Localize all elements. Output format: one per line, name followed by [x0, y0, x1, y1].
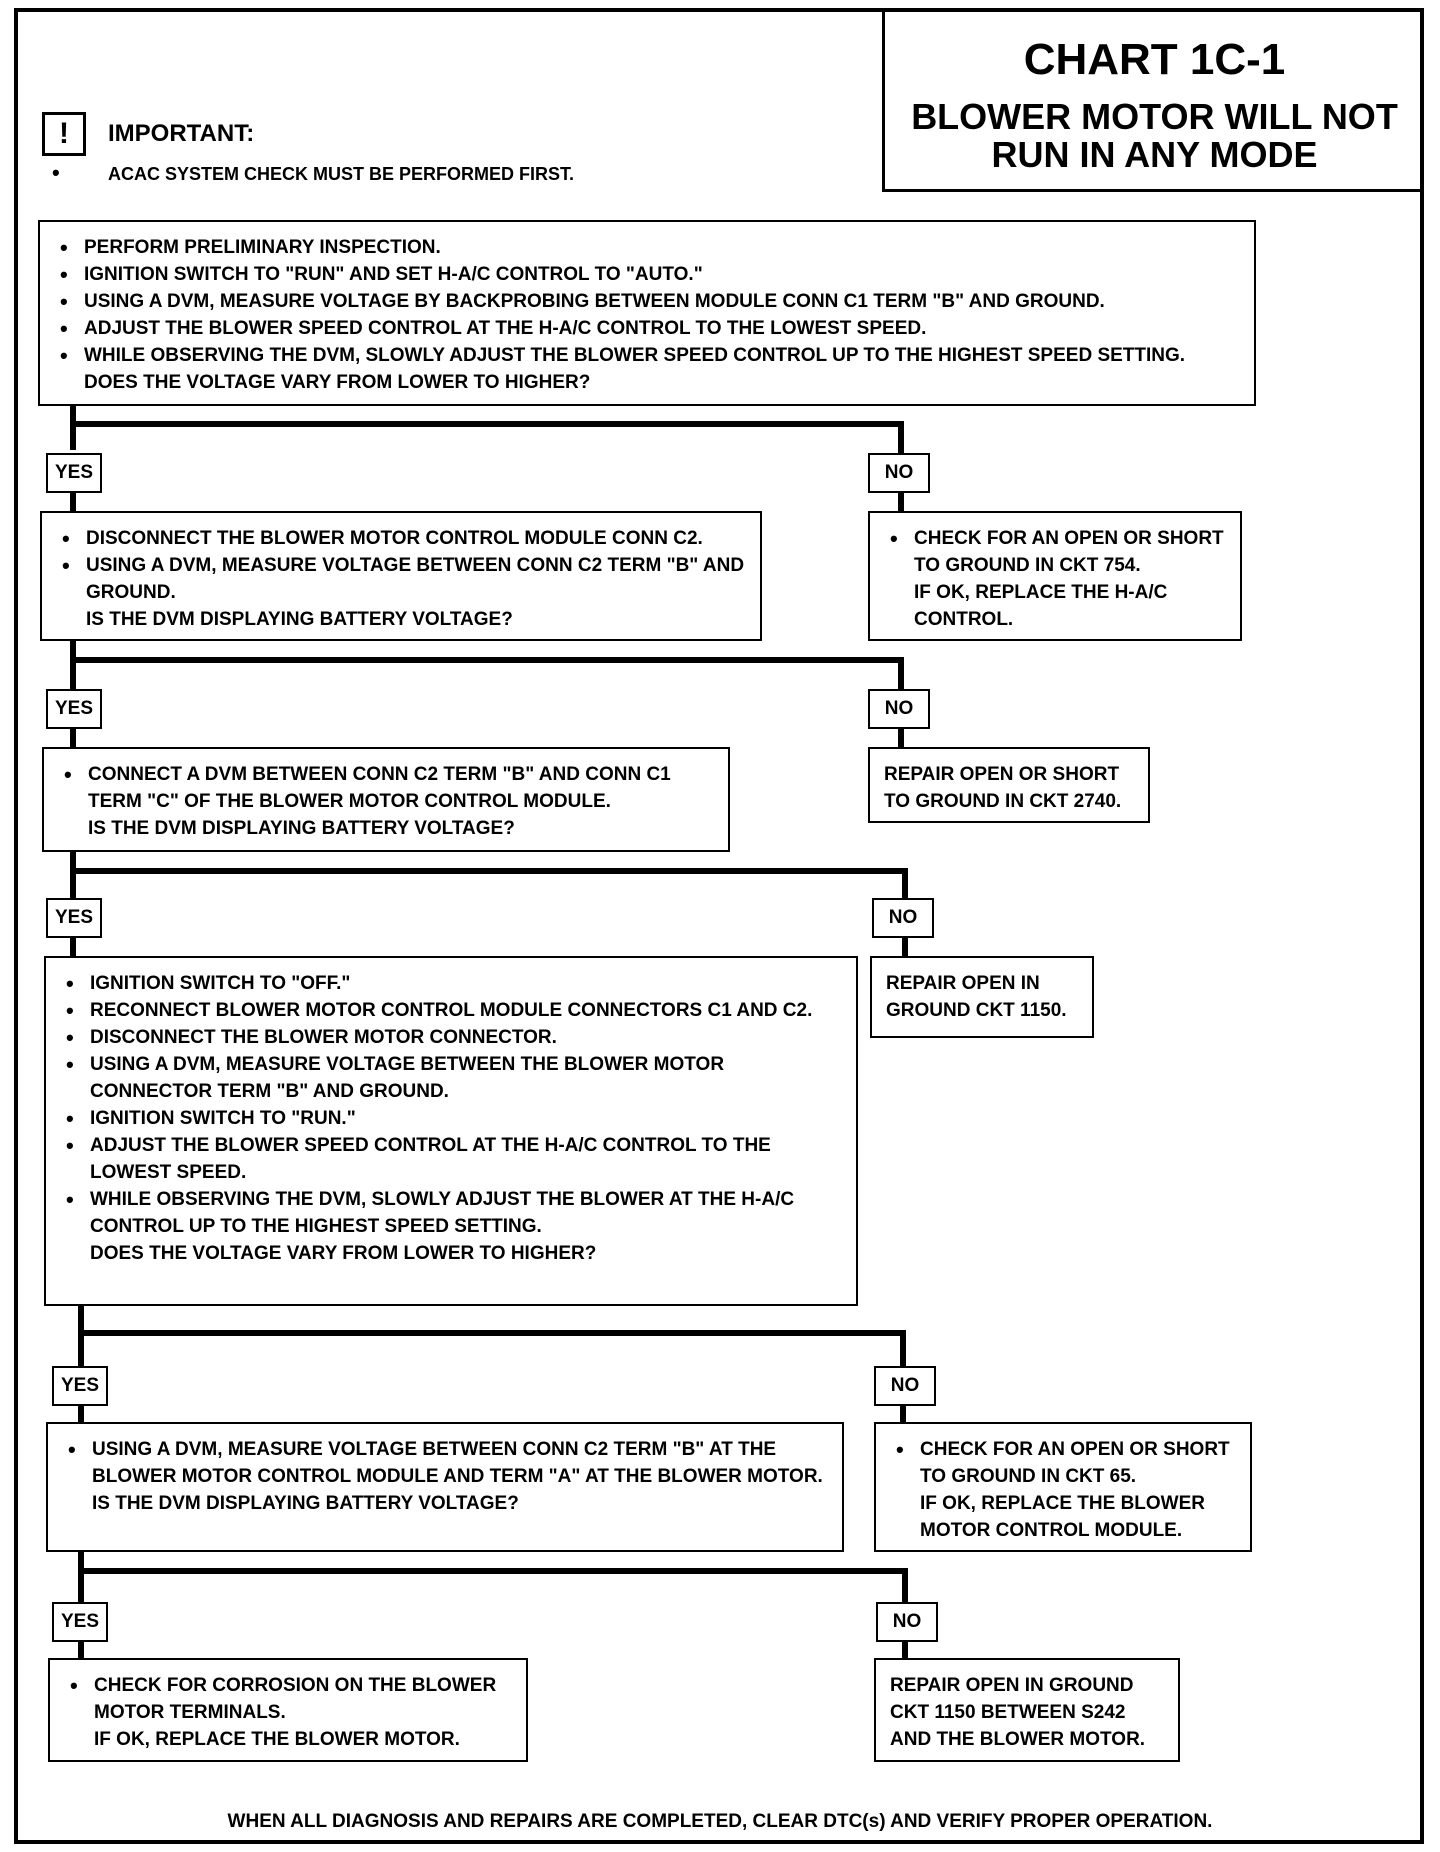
- chart-title: CHART 1C-1: [1023, 35, 1286, 84]
- connector-line: [70, 641, 76, 689]
- connector-line: [898, 729, 904, 749]
- title-box: CHART 1C-1 BLOWER MOTOR WILL NOT RUN IN …: [882, 8, 1424, 192]
- step-1-bullet: USING A DVM, MEASURE VOLTAGE BY BACKPROB…: [54, 288, 1240, 315]
- no-label: NO: [868, 453, 930, 493]
- step-2-box: DISCONNECT THE BLOWER MOTOR CONTROL MODU…: [40, 511, 762, 641]
- no-result-5-box: REPAIR OPEN IN GROUND CKT 1150 BETWEEN S…: [874, 1658, 1180, 1762]
- no-result-3-text: REPAIR OPEN IN GROUND CKT 1150.: [886, 973, 1067, 1021]
- step-5-box: USING A DVM, MEASURE VOLTAGE BETWEEN CON…: [46, 1422, 844, 1552]
- connector-line: [900, 1330, 906, 1366]
- no-result-1-bullet: CHECK FOR AN OPEN OR SHORT TO GROUND IN …: [884, 525, 1226, 579]
- step-4-question: DOES THE VOLTAGE VARY FROM LOWER TO HIGH…: [90, 1243, 597, 1264]
- yes-label: YES: [52, 1602, 108, 1642]
- step-4-bullet: IGNITION SWITCH TO "OFF.": [60, 970, 842, 997]
- warning-icon: !: [42, 112, 86, 156]
- connector-line: [900, 1406, 906, 1424]
- important-heading: IMPORTANT:: [108, 120, 255, 147]
- connector-line: [70, 657, 904, 663]
- step-2-bullet: USING A DVM, MEASURE VOLTAGE BETWEEN CON…: [56, 552, 746, 606]
- step-3-question: IS THE DVM DISPLAYING BATTERY VOLTAGE?: [88, 818, 515, 839]
- no-result-1-box: CHECK FOR AN OPEN OR SHORT TO GROUND IN …: [868, 511, 1242, 641]
- connector-line: [902, 1642, 908, 1660]
- step-1-question: DOES THE VOLTAGE VARY FROM LOWER TO HIGH…: [84, 372, 591, 393]
- step-2-question: IS THE DVM DISPLAYING BATTERY VOLTAGE?: [86, 609, 513, 630]
- connector-line: [70, 404, 76, 450]
- step-3-bullet: CONNECT A DVM BETWEEN CONN C2 TERM "B" A…: [58, 761, 714, 815]
- no-result-2-text: REPAIR OPEN OR SHORT TO GROUND IN CKT 27…: [884, 764, 1122, 812]
- step-5-question: IS THE DVM DISPLAYING BATTERY VOLTAGE?: [92, 1493, 519, 1514]
- step-6-box: CHECK FOR CORROSION ON THE BLOWER MOTOR …: [48, 1658, 528, 1762]
- step-1-bullet: ADJUST THE BLOWER SPEED CONTROL AT THE H…: [54, 315, 1240, 342]
- step-1-bullet: IGNITION SWITCH TO "RUN" AND SET H-A/C C…: [54, 261, 1240, 288]
- step-1-bullet: PERFORM PRELIMINARY INSPECTION.: [54, 234, 1240, 261]
- yes-label: YES: [46, 898, 102, 938]
- step-1-bullet: WHILE OBSERVING THE DVM, SLOWLY ADJUST T…: [54, 342, 1240, 369]
- connector-line: [70, 729, 76, 749]
- step-4-bullet: IGNITION SWITCH TO "RUN.": [60, 1105, 842, 1132]
- step-4-bullet: DISCONNECT THE BLOWER MOTOR CONNECTOR.: [60, 1024, 842, 1051]
- connector-line: [902, 868, 908, 898]
- step-1-box: PERFORM PRELIMINARY INSPECTION. IGNITION…: [38, 220, 1256, 406]
- step-4-box: IGNITION SWITCH TO "OFF." RECONNECT BLOW…: [44, 956, 858, 1306]
- chart-subtitle: BLOWER MOTOR WILL NOT RUN IN ANY MODE: [911, 96, 1398, 175]
- connector-line: [78, 1330, 906, 1336]
- chart-frame: [14, 8, 1424, 1844]
- no-label: NO: [868, 689, 930, 729]
- no-result-4-bullet: CHECK FOR AN OPEN OR SHORT TO GROUND IN …: [890, 1436, 1236, 1490]
- connector-line: [70, 493, 76, 513]
- no-result-5-text: REPAIR OPEN IN GROUND CKT 1150 BETWEEN S…: [890, 1675, 1146, 1750]
- connector-line: [78, 1306, 84, 1366]
- footer-note: WHEN ALL DIAGNOSIS AND REPAIRS ARE COMPL…: [227, 1811, 1213, 1832]
- connector-line: [78, 1642, 84, 1660]
- no-result-1-note: IF OK, REPLACE THE H-A/C CONTROL.: [914, 582, 1168, 630]
- no-result-3-box: REPAIR OPEN IN GROUND CKT 1150.: [870, 956, 1094, 1038]
- connector-line: [902, 938, 908, 958]
- no-label: NO: [874, 1366, 936, 1406]
- no-result-4-box: CHECK FOR AN OPEN OR SHORT TO GROUND IN …: [874, 1422, 1252, 1552]
- yes-label: YES: [52, 1366, 108, 1406]
- connector-line: [898, 493, 904, 513]
- step-4-bullet: ADJUST THE BLOWER SPEED CONTROL AT THE H…: [60, 1132, 842, 1186]
- no-label: NO: [876, 1602, 938, 1642]
- no-result-2-box: REPAIR OPEN OR SHORT TO GROUND IN CKT 27…: [868, 747, 1150, 823]
- step-4-bullet: USING A DVM, MEASURE VOLTAGE BETWEEN THE…: [60, 1051, 842, 1105]
- connector-line: [898, 657, 904, 689]
- no-result-4-note: IF OK, REPLACE THE BLOWER MOTOR CONTROL …: [920, 1493, 1205, 1541]
- step-2-bullet: DISCONNECT THE BLOWER MOTOR CONTROL MODU…: [56, 525, 746, 552]
- connector-line: [70, 852, 76, 898]
- step-4-bullet: WHILE OBSERVING THE DVM, SLOWLY ADJUST T…: [60, 1186, 842, 1240]
- step-3-box: CONNECT A DVM BETWEEN CONN C2 TERM "B" A…: [42, 747, 730, 852]
- yes-label: YES: [46, 453, 102, 493]
- step-6-note: IF OK, REPLACE THE BLOWER MOTOR.: [94, 1729, 460, 1750]
- step-4-bullet: RECONNECT BLOWER MOTOR CONTROL MODULE CO…: [60, 997, 842, 1024]
- step-5-bullet: USING A DVM, MEASURE VOLTAGE BETWEEN CON…: [62, 1436, 828, 1490]
- connector-line: [902, 1568, 908, 1602]
- connector-line: [78, 1552, 84, 1602]
- connector-line: [78, 1568, 908, 1574]
- connector-line: [70, 868, 908, 874]
- connector-line: [70, 421, 904, 427]
- yes-label: YES: [46, 689, 102, 729]
- important-note: ACAC SYSTEM CHECK MUST BE PERFORMED FIRS…: [108, 164, 575, 184]
- connector-line: [70, 938, 76, 958]
- bullet-icon: •: [52, 160, 60, 185]
- connector-line: [898, 421, 904, 453]
- no-label: NO: [872, 898, 934, 938]
- step-6-bullet: CHECK FOR CORROSION ON THE BLOWER MOTOR …: [64, 1672, 512, 1726]
- connector-line: [78, 1406, 84, 1424]
